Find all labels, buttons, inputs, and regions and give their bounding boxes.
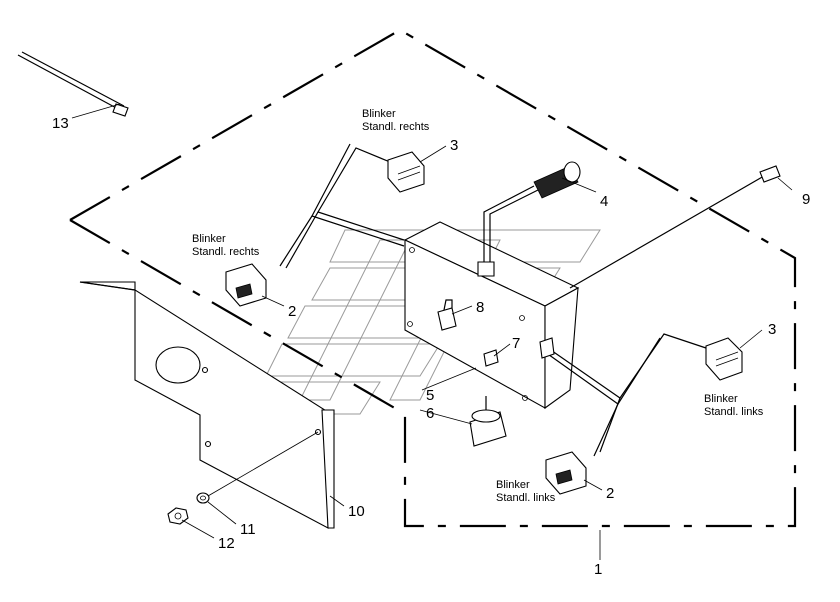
callout-10: 10	[348, 503, 365, 520]
callout-9: 9	[802, 191, 810, 208]
callout-6: 6	[426, 405, 434, 422]
washer-and-nut	[167, 431, 319, 525]
junction-box	[403, 221, 580, 410]
label-left-right-line1: Blinker	[192, 233, 226, 245]
callout-2-bottom: 2	[606, 485, 614, 502]
label-top-right-line2: Standl. rechts	[362, 121, 430, 133]
label-left-right-line2: Standl. rechts	[192, 246, 260, 258]
plug-connectors	[225, 151, 743, 495]
label-bottom-left-line2: Standl. links	[496, 492, 556, 504]
label-top-right-line1: Blinker	[362, 108, 396, 120]
callout-numbers: 13 3 4 9 2 8 7 5 6 3 10 11 12 2 1	[52, 115, 810, 578]
callout-3-right: 3	[768, 321, 776, 338]
screw	[569, 165, 781, 289]
callout-11: 11	[240, 521, 256, 538]
callout-3-top: 3	[450, 137, 458, 154]
bracket-plate	[79, 281, 335, 529]
callout-2-left: 2	[288, 303, 296, 320]
connector-labels: Blinker Standl. rechts Blinker Standl. r…	[192, 108, 764, 504]
callout-12: 12	[218, 535, 235, 552]
callout-13: 13	[52, 115, 69, 132]
label-right-left-line2: Standl. links	[704, 406, 764, 418]
round-plug	[469, 396, 507, 447]
cable-tie	[17, 51, 129, 117]
callout-7: 7	[512, 335, 520, 352]
wiring-harness	[279, 143, 713, 457]
label-right-left-line1: Blinker	[704, 393, 738, 405]
relay-component	[437, 299, 499, 367]
callout-5: 5	[426, 387, 434, 404]
label-bottom-left-line1: Blinker	[496, 479, 530, 491]
leader-lines	[71, 103, 793, 560]
callout-1: 1	[594, 561, 602, 578]
callout-4: 4	[600, 193, 608, 210]
callout-8: 8	[476, 299, 484, 316]
assembly-outline	[69, 28, 797, 528]
